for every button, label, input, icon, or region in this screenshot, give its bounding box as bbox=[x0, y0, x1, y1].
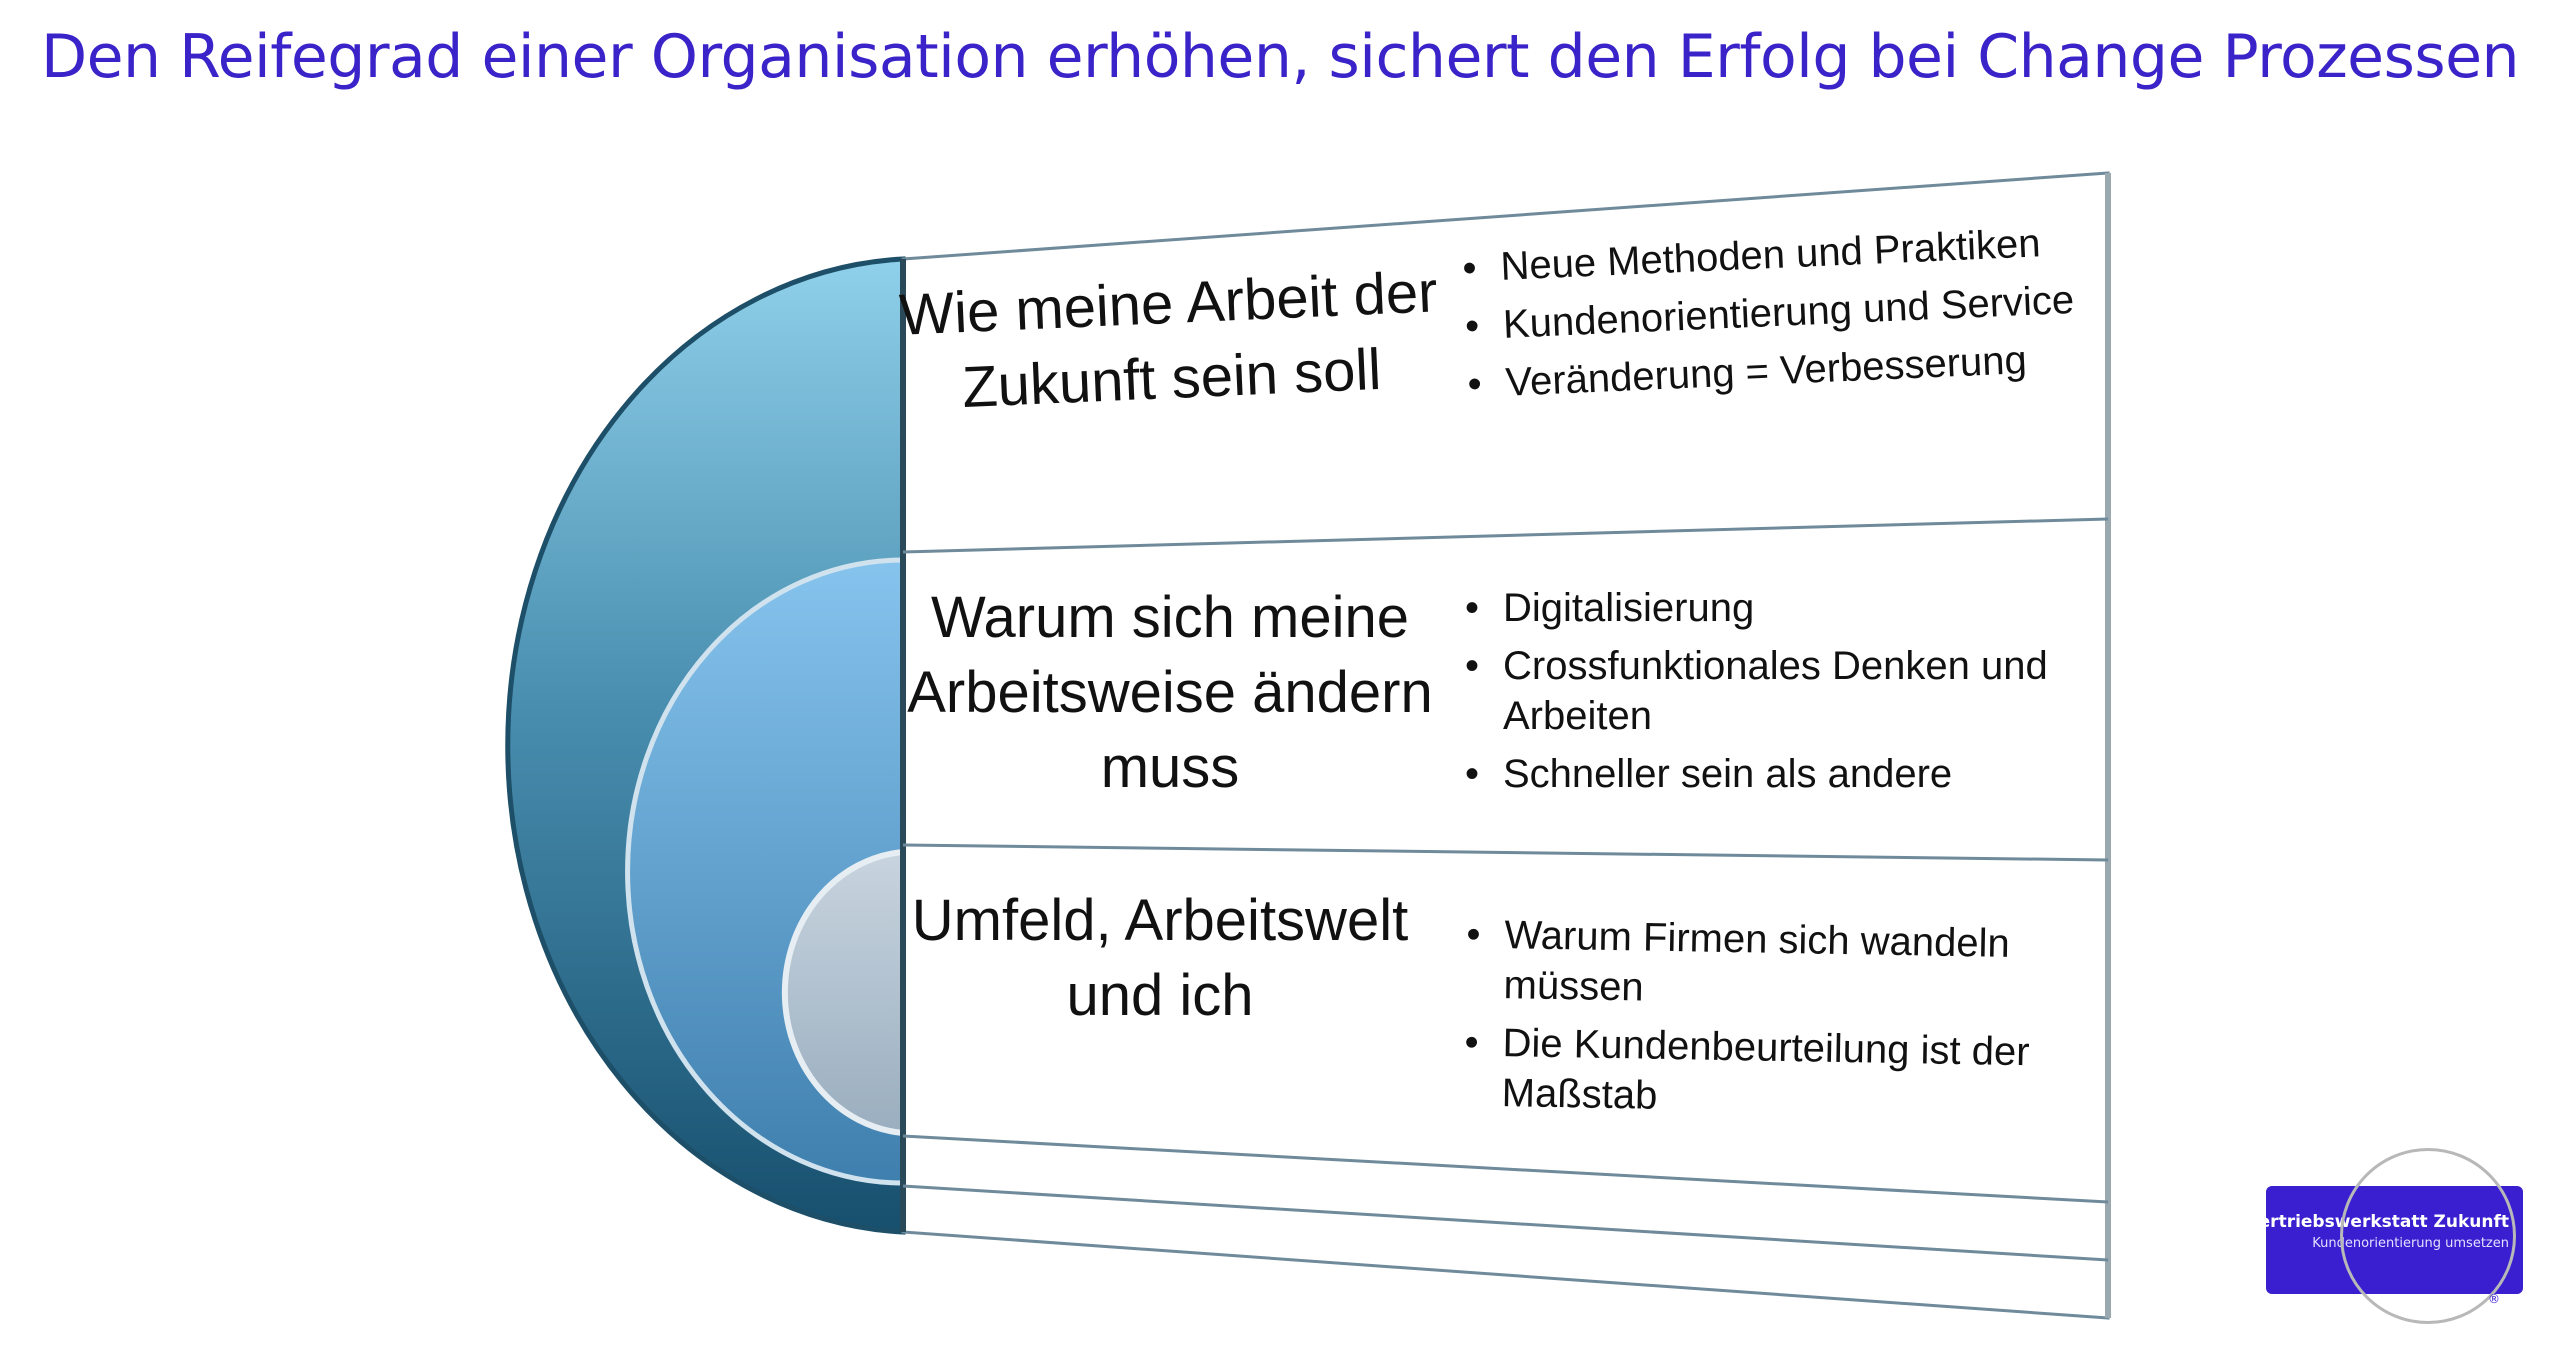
bullet-item: Die Kundenbeurteilung ist der Maßstab bbox=[1463, 1017, 2105, 1128]
divider bbox=[902, 1184, 2109, 1262]
divider bbox=[902, 517, 2109, 554]
row-label-why-change: Warum sich meine Arbeitsweise ändern mus… bbox=[907, 585, 1433, 800]
bullet-item: Digitalisierung bbox=[1465, 583, 2085, 633]
bullet-item: Schneller sein als andere bbox=[1465, 749, 2085, 799]
registered-mark: ® bbox=[2488, 1292, 2500, 1306]
inner-half-disc bbox=[781, 848, 906, 1137]
bullet-list-environment: Warum Firmen sich wandeln müssen Die Kun… bbox=[1463, 909, 2107, 1136]
logo-ring-icon bbox=[2340, 1148, 2516, 1324]
bullet-item: Crossfunktionales Denken und Arbeiten bbox=[1465, 641, 2085, 741]
divider bbox=[902, 843, 2109, 862]
row-label-environment: Umfeld, Arbeitswelt und ich bbox=[911, 888, 1409, 1028]
bullet-list-future-work: Neue Methoden und Praktiken Kundenorient… bbox=[1462, 217, 2089, 418]
slide-title: Den Reifegrad einer Organisation erhöhen… bbox=[40, 22, 2520, 92]
bullet-item: Warum Firmen sich wandeln müssen bbox=[1465, 909, 2107, 1020]
bullet-list-why-change: Digitalisierung Crossfunktionales Denken… bbox=[1465, 583, 2085, 807]
divider bbox=[902, 1134, 2109, 1204]
row-label-future-work: Wie meine Arbeit der Zukunft sein soll bbox=[898, 259, 1439, 421]
